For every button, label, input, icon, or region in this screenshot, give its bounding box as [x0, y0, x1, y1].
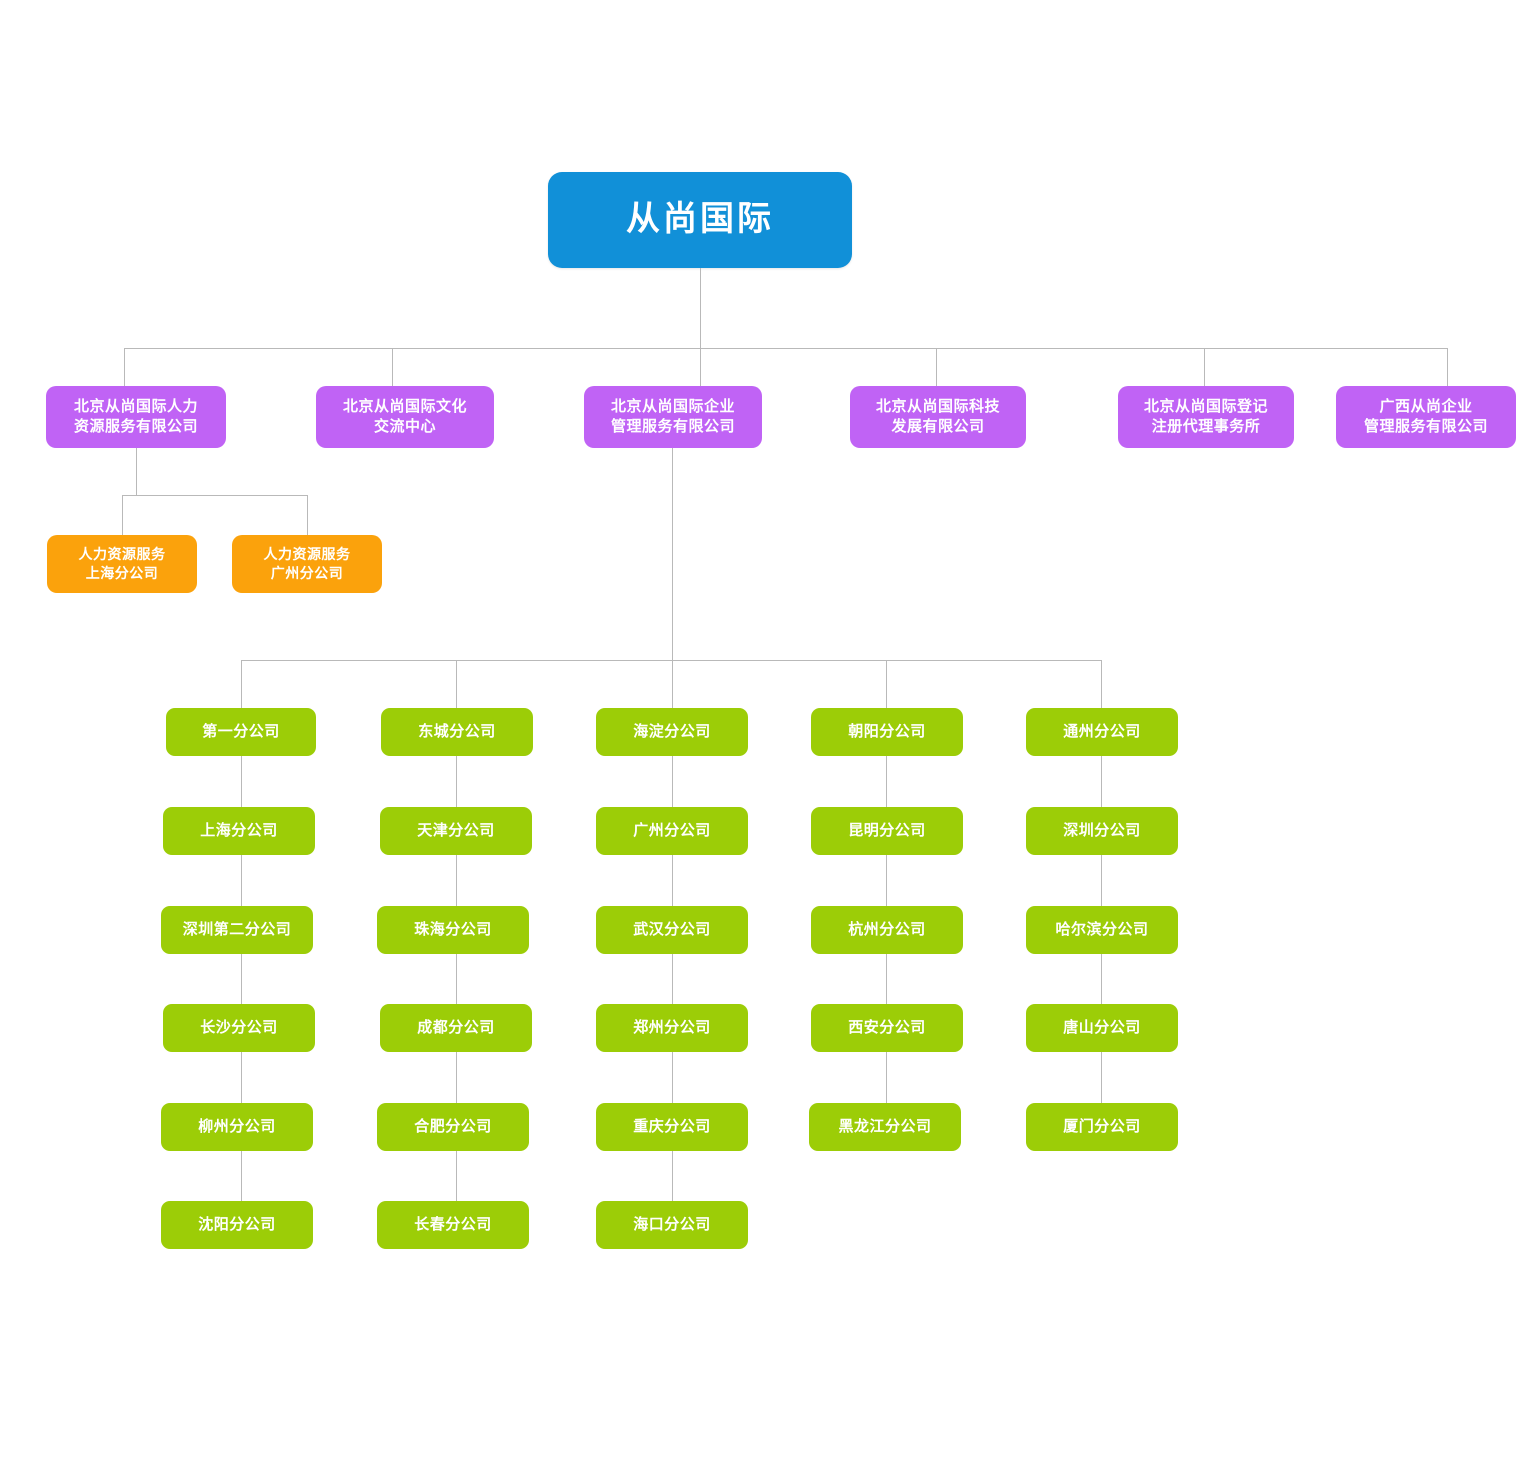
connector-drop-green-col2 — [456, 660, 457, 708]
connector-hr-bus — [122, 495, 308, 496]
org-node-branch-c3-r1[interactable]: 海淀分公司 — [596, 708, 748, 756]
connector-chain-c1-r2 — [241, 855, 242, 906]
org-node-enterprise-management[interactable]: 北京从尚国际企业 管理服务有限公司 — [584, 386, 762, 448]
org-node-branch-c2-r4[interactable]: 成都分公司 — [380, 1004, 532, 1052]
connector-chain-c2-r4 — [456, 1052, 457, 1103]
org-node-branch-c4-r4[interactable]: 西安分公司 — [811, 1004, 963, 1052]
connector-drop-l2-5 — [1204, 348, 1205, 386]
connector-chain-c3-r4 — [672, 1052, 673, 1103]
org-node-guangxi-management[interactable]: 广西从尚企业 管理服务有限公司 — [1336, 386, 1516, 448]
org-node-registration-agency[interactable]: 北京从尚国际登记 注册代理事务所 — [1118, 386, 1294, 448]
org-node-branch-c4-r2[interactable]: 昆明分公司 — [811, 807, 963, 855]
org-node-hr-guangzhou[interactable]: 人力资源服务 广州分公司 — [232, 535, 382, 593]
connector-drop-l2-3 — [700, 348, 701, 386]
org-node-branch-c4-r5[interactable]: 黑龙江分公司 — [809, 1103, 961, 1151]
connector-enterprise-stem — [672, 448, 673, 660]
org-node-branch-c3-r3[interactable]: 武汉分公司 — [596, 906, 748, 954]
connector-drop-l2-4 — [936, 348, 937, 386]
connector-drop-hr-1 — [122, 495, 123, 535]
connector-chain-c2-r2 — [456, 855, 457, 906]
org-node-branch-c2-r6[interactable]: 长春分公司 — [377, 1201, 529, 1249]
connector-chain-c5-r2 — [1101, 855, 1102, 906]
connector-chain-c3-r5 — [672, 1151, 673, 1201]
connector-drop-green-col4 — [886, 660, 887, 708]
org-node-branch-c4-r1[interactable]: 朝阳分公司 — [811, 708, 963, 756]
org-node-branch-c2-r5[interactable]: 合肥分公司 — [377, 1103, 529, 1151]
org-node-branch-c2-r1[interactable]: 东城分公司 — [381, 708, 533, 756]
connector-chain-c4-r3 — [886, 954, 887, 1004]
connector-chain-c1-r1 — [241, 756, 242, 807]
connector-chain-c4-r2 — [886, 855, 887, 906]
org-node-branch-c5-r4[interactable]: 唐山分公司 — [1026, 1004, 1178, 1052]
org-node-branch-c3-r4[interactable]: 郑州分公司 — [596, 1004, 748, 1052]
org-node-branch-c2-r2[interactable]: 天津分公司 — [380, 807, 532, 855]
org-node-hr-shanghai[interactable]: 人力资源服务 上海分公司 — [47, 535, 197, 593]
connector-drop-hr-2 — [307, 495, 308, 535]
connector-chain-c5-r4 — [1101, 1052, 1102, 1103]
org-node-culture-center[interactable]: 北京从尚国际文化 交流中心 — [316, 386, 494, 448]
connector-green-bus — [241, 660, 1102, 661]
connector-chain-c1-r3 — [241, 954, 242, 1004]
org-node-branch-c1-r5[interactable]: 柳州分公司 — [161, 1103, 313, 1151]
org-node-branch-c2-r3[interactable]: 珠海分公司 — [377, 906, 529, 954]
org-node-branch-c3-r2[interactable]: 广州分公司 — [596, 807, 748, 855]
org-node-branch-c1-r1[interactable]: 第一分公司 — [166, 708, 316, 756]
org-node-branch-c1-r6[interactable]: 沈阳分公司 — [161, 1201, 313, 1249]
org-node-hr-service[interactable]: 北京从尚国际人力 资源服务有限公司 — [46, 386, 226, 448]
org-node-branch-c5-r2[interactable]: 深圳分公司 — [1026, 807, 1178, 855]
org-node-branch-c1-r2[interactable]: 上海分公司 — [163, 807, 315, 855]
org-node-root[interactable]: 从尚国际 — [548, 172, 852, 268]
connector-chain-c3-r1 — [672, 756, 673, 807]
connector-drop-green-col1 — [241, 660, 242, 708]
connector-chain-c3-r2 — [672, 855, 673, 906]
org-node-branch-c3-r5[interactable]: 重庆分公司 — [596, 1103, 748, 1151]
connector-drop-l2-6 — [1447, 348, 1448, 386]
connector-chain-c5-r3 — [1101, 954, 1102, 1004]
connector-drop-l2-1 — [124, 348, 125, 386]
connector-chain-c4-r1 — [886, 756, 887, 807]
org-node-branch-c3-r6[interactable]: 海口分公司 — [596, 1201, 748, 1249]
org-node-branch-c1-r4[interactable]: 长沙分公司 — [163, 1004, 315, 1052]
connector-chain-c2-r1 — [456, 756, 457, 807]
org-node-branch-c1-r3[interactable]: 深圳第二分公司 — [161, 906, 313, 954]
org-node-branch-c5-r5[interactable]: 厦门分公司 — [1026, 1103, 1178, 1151]
org-node-branch-c5-r3[interactable]: 哈尔滨分公司 — [1026, 906, 1178, 954]
connector-drop-green-col3 — [672, 660, 673, 708]
org-node-branch-c5-r1[interactable]: 通州分公司 — [1026, 708, 1178, 756]
connector-chain-c1-r4 — [241, 1052, 242, 1103]
connector-chain-c2-r3 — [456, 954, 457, 1004]
connector-chain-c3-r3 — [672, 954, 673, 1004]
org-node-technology-development[interactable]: 北京从尚国际科技 发展有限公司 — [850, 386, 1026, 448]
connector-chain-c5-r1 — [1101, 756, 1102, 807]
connector-root-stem — [700, 268, 701, 348]
connector-level2-bus — [124, 348, 1447, 349]
connector-chain-c2-r5 — [456, 1151, 457, 1201]
connector-drop-l2-2 — [392, 348, 393, 386]
org-node-branch-c4-r3[interactable]: 杭州分公司 — [811, 906, 963, 954]
connector-hr-stem — [136, 448, 137, 495]
connector-drop-green-col5 — [1101, 660, 1102, 708]
connector-chain-c1-r5 — [241, 1151, 242, 1201]
connector-chain-c4-r4 — [886, 1052, 887, 1103]
